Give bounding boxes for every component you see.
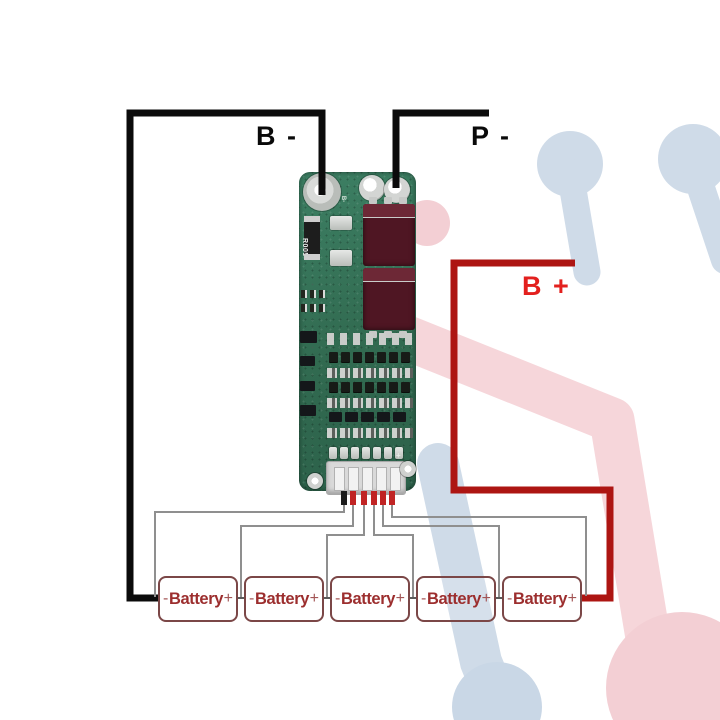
p-minus-solder-pad-1: [359, 175, 385, 201]
battery-1: - Battery +: [158, 576, 238, 622]
pink-pad-circle-large: [606, 612, 720, 720]
transistor: [365, 352, 374, 362]
battery-3-plus-terminal: +: [395, 590, 405, 607]
battery-5-minus-terminal: -: [507, 590, 513, 607]
connector-pad: [373, 447, 381, 459]
mounting-pad-right: [400, 461, 416, 477]
connector-pad: [384, 447, 392, 459]
transistor: [377, 382, 386, 392]
battery-5-plus-terminal: +: [567, 590, 577, 607]
mosfet-pin: [399, 197, 407, 204]
connector-slot: [362, 467, 373, 491]
blue-trace-leg-2: [683, 162, 720, 273]
transistor: [329, 382, 338, 392]
ic-chip: [300, 356, 315, 366]
mosfet-1-tab: [363, 204, 415, 218]
transistor: [377, 352, 386, 362]
transistor: [401, 352, 410, 362]
battery-2: - Battery +: [244, 576, 324, 622]
battery-4-label: Battery: [426, 589, 482, 608]
transistor: [353, 352, 362, 362]
battery-1-label: Battery: [168, 589, 224, 608]
blue-pad-circle-3: [452, 662, 542, 720]
transistor: [389, 352, 398, 362]
mosfet-pin: [369, 197, 377, 204]
transistor: [353, 382, 362, 392]
battery-4-plus-terminal: +: [481, 590, 491, 607]
smd-component-row: [327, 398, 413, 408]
connector-pad: [351, 447, 359, 459]
blue-trace-leg-1: [556, 158, 601, 286]
ic-chip: [345, 412, 358, 422]
transistor: [341, 382, 350, 392]
battery-3-minus-terminal: -: [335, 590, 341, 607]
connector-pad: [362, 447, 370, 459]
transistor: [389, 382, 398, 392]
battery-3: - Battery +: [330, 576, 410, 622]
battery-5-label: Battery: [512, 589, 568, 608]
battery-1-plus-terminal: +: [223, 590, 233, 607]
ic-chip: [393, 412, 406, 422]
mounting-pad-left: [307, 473, 323, 489]
ic-chip: [329, 412, 342, 422]
battery-4: - Battery +: [416, 576, 496, 622]
ic-chip: [300, 381, 315, 391]
connector-slot: [348, 467, 359, 491]
bms-board: B- P- R005: [299, 172, 416, 495]
mosfet-1: [363, 204, 415, 266]
silkscreen-plus: +: [396, 451, 401, 460]
transistor: [401, 382, 410, 392]
transistor: [365, 382, 374, 392]
smd-component-row: [301, 304, 327, 312]
mosfet-2: [363, 268, 415, 330]
smd-component-row: [327, 333, 413, 345]
b-minus-solder-pad: [303, 173, 341, 211]
blue-trace-watermark: [417, 124, 720, 720]
smd-component-row: [327, 428, 413, 438]
b-plus-wire: [450, 259, 614, 602]
connector-pad: [340, 447, 348, 459]
silkscreen-b-minus: B-: [340, 195, 347, 203]
blue-pad-circle-2: [658, 124, 720, 194]
b-plus-label: B +: [522, 271, 571, 301]
ic-chip: [377, 412, 390, 422]
shunt-resistor: R005: [301, 216, 320, 260]
p-minus-label: P -: [471, 121, 512, 151]
transistor: [329, 352, 338, 362]
blue-pad-circle-1: [537, 131, 603, 197]
battery-3-label: Battery: [340, 589, 396, 608]
balance-connector: [326, 461, 406, 495]
smd-pad: [330, 250, 352, 266]
battery-5: - Battery +: [502, 576, 582, 622]
b-minus-wire: [126, 109, 326, 602]
battery-4-minus-terminal: -: [421, 590, 427, 607]
ic-chip: [361, 412, 374, 422]
connector-slot: [376, 467, 387, 491]
ic-chip: [300, 331, 317, 343]
mosfet-2-tab: [363, 268, 415, 282]
connector-pad: [329, 447, 337, 459]
battery-2-label: Battery: [254, 589, 310, 608]
smd-component-row: [301, 290, 327, 298]
smd-component-row: [327, 368, 413, 378]
transistor: [341, 352, 350, 362]
battery-2-minus-terminal: -: [249, 590, 255, 607]
mosfet-pin: [384, 197, 392, 204]
b-minus-label: B -: [256, 121, 298, 151]
battery-1-minus-terminal: -: [163, 590, 169, 607]
smd-pad: [330, 216, 352, 230]
connector-slot: [334, 467, 345, 491]
ic-chip: [300, 405, 316, 416]
battery-2-plus-terminal: +: [309, 590, 319, 607]
shunt-resistor-label: R005: [301, 238, 308, 257]
